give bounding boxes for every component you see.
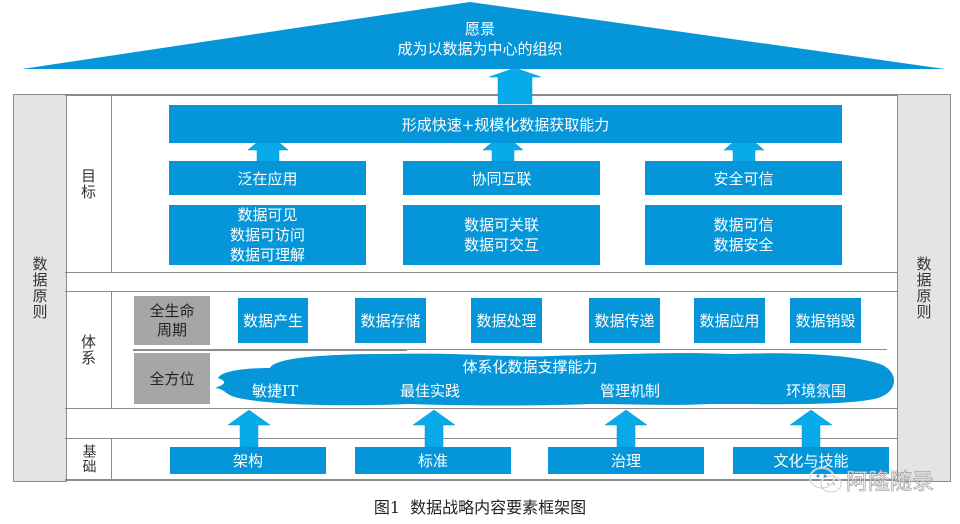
allround-label: 全方位 [149,370,195,388]
lifecycle-item-label: 数据传递 [594,312,655,330]
goal-title-label: 协同互联 [471,169,532,188]
foundation-top-line [65,438,897,439]
cloud-item: 管理机制 [599,382,660,400]
lifecycle-item: 数据处理 [471,298,542,343]
lifecycle-label: 全生命 周期 [149,301,195,339]
goal-title-label: 泛在应用 [237,169,298,188]
arrow-up-icon [789,409,833,448]
vision-subtitle: 成为以数据为中心的组织 [397,40,563,58]
foundation-item: 治理 [548,447,704,474]
arrow-up-icon [488,67,542,105]
goal-top-box: 形成快速+规模化数据获取能力 [169,105,842,143]
goal-column-title: 安全可信 [645,161,842,195]
cloud-item: 环境氛围 [785,382,846,400]
lifecycle-label-box: 全生命 周期 [134,296,210,345]
goal-column-detail: 数据可见 数据可访问 数据可理解 [169,205,366,265]
left-principle-panel: 数据原则 [13,94,67,482]
right-principle-label: 数据原则 [914,256,933,320]
frame-bottom-line [65,479,897,481]
arrow-up-icon [412,409,456,448]
lifecycle-item: 数据传递 [589,298,660,343]
system-split-line [133,349,407,351]
cloud-shape [215,353,895,406]
lifecycle-item-label: 数据处理 [476,312,537,330]
cloud-title: 体系化数据支撑能力 [462,358,598,376]
lifecycle-item-label: 数据存储 [360,312,421,330]
row-label-goal: 目标 [79,168,97,200]
watermark: 阿隆随录 [808,464,934,496]
lifecycle-item-label: 数据应用 [699,312,760,330]
goal-bottom-line [65,272,897,273]
lifecycle-item-label: 数据销毁 [795,312,856,330]
foundation-item: 架构 [170,447,326,474]
allround-label-box: 全方位 [134,353,210,404]
row-label-divider-system [111,291,112,408]
roof-triangle [22,2,945,69]
foundation-item-label: 文化与技能 [773,452,849,470]
foundation-item-label: 标准 [417,452,448,470]
goal-column-title: 协同互联 [403,161,600,195]
figure-caption: 图1 数据战略内容要素框架图 [373,498,587,517]
goal-detail-label: 数据可见 数据可访问 数据可理解 [229,206,305,264]
row-label-foundation: 基础 [80,444,97,474]
goal-top-label: 形成快速+规模化数据获取能力 [401,115,610,134]
foundation-item-label: 架构 [232,452,263,470]
goal-column-detail: 数据可关联 数据可交互 [403,205,600,265]
capability-cloud [215,353,895,406]
goal-detail-label: 数据可信 数据安全 [713,216,774,254]
foundation-item: 标准 [355,447,511,474]
lifecycle-item: 数据存储 [355,298,426,343]
lifecycle-item-label: 数据产生 [242,312,303,330]
row-label-system-cell: 体系 [66,292,111,408]
foundation-item: 文化与技能 [733,447,889,474]
goal-title-label: 安全可信 [713,169,774,188]
cloud-item: 敏捷IT [252,382,298,400]
goal-column-detail: 数据可信 数据安全 [645,205,842,265]
row-label-system: 体系 [79,334,97,366]
vision-title: 愿景 [464,20,495,38]
system-bottom-line [65,408,897,409]
row-label-divider-goal [111,94,112,272]
arrow-up-icon [227,409,271,448]
system-top-line [65,291,897,292]
left-principle-label: 数据原则 [30,256,49,320]
cloud-item: 最佳实践 [399,382,460,400]
watermark-text: 阿隆随录 [846,470,935,496]
frame-top-line [65,94,897,96]
lifecycle-item: 数据应用 [694,298,765,343]
system-split-line-right [407,349,887,350]
row-label-foundation-cell: 基础 [66,439,111,479]
row-label-goal-cell: 目标 [66,96,111,272]
goal-detail-label: 数据可关联 数据可交互 [463,216,539,254]
vision-roof [22,2,945,69]
wechat-icon [809,467,842,493]
foundation-item-label: 治理 [610,452,641,470]
row-label-divider-foundation [111,438,112,479]
goal-column-title: 泛在应用 [169,161,366,195]
lifecycle-item: 数据销毁 [790,298,861,343]
right-principle-panel: 数据原则 [897,94,951,482]
arrow-up-icon [604,409,648,448]
lifecycle-item: 数据产生 [238,298,308,343]
